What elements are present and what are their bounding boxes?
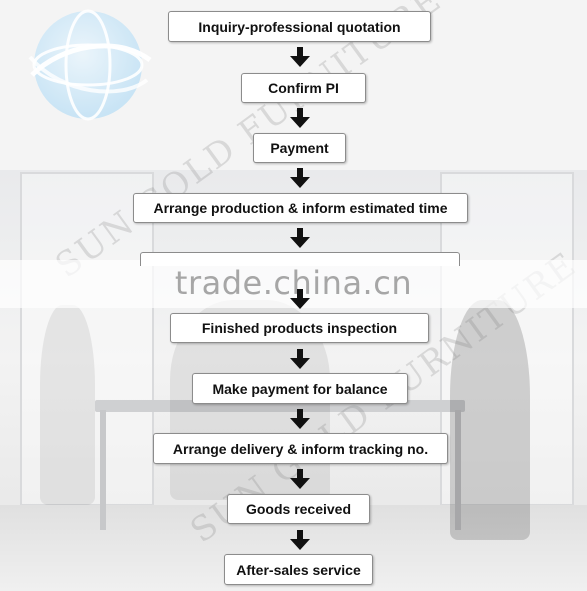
step-balance-payment: Make payment for balance <box>192 373 408 404</box>
step-confirm-pi: Confirm PI <box>241 73 366 103</box>
globe-logo-icon <box>28 9 152 121</box>
background-person <box>450 300 530 540</box>
step-payment: Payment <box>253 133 346 163</box>
step-inspection: Finished products inspection <box>170 313 429 343</box>
step-hidden <box>140 252 460 266</box>
arrow-down-icon <box>290 530 310 550</box>
background-window <box>20 172 154 506</box>
arrow-down-icon <box>290 47 310 67</box>
step-inquiry: Inquiry-professional quotation <box>168 11 431 42</box>
step-goods-received: Goods received <box>227 494 370 524</box>
arrow-down-icon <box>290 228 310 248</box>
background-desk-leg <box>455 410 461 530</box>
arrow-down-icon <box>290 409 310 429</box>
arrow-down-icon <box>290 108 310 128</box>
arrow-down-icon <box>290 289 310 309</box>
background-desk-leg <box>100 410 106 530</box>
arrow-down-icon <box>290 469 310 489</box>
step-arrange-production: Arrange production & inform estimated ti… <box>133 193 468 223</box>
step-after-sales: After-sales service <box>224 554 373 585</box>
arrow-down-icon <box>290 168 310 188</box>
site-watermark: trade.china.cn <box>174 264 413 302</box>
background-person <box>40 305 95 505</box>
arrow-down-icon <box>290 349 310 369</box>
step-arrange-delivery: Arrange delivery & inform tracking no. <box>153 433 448 464</box>
